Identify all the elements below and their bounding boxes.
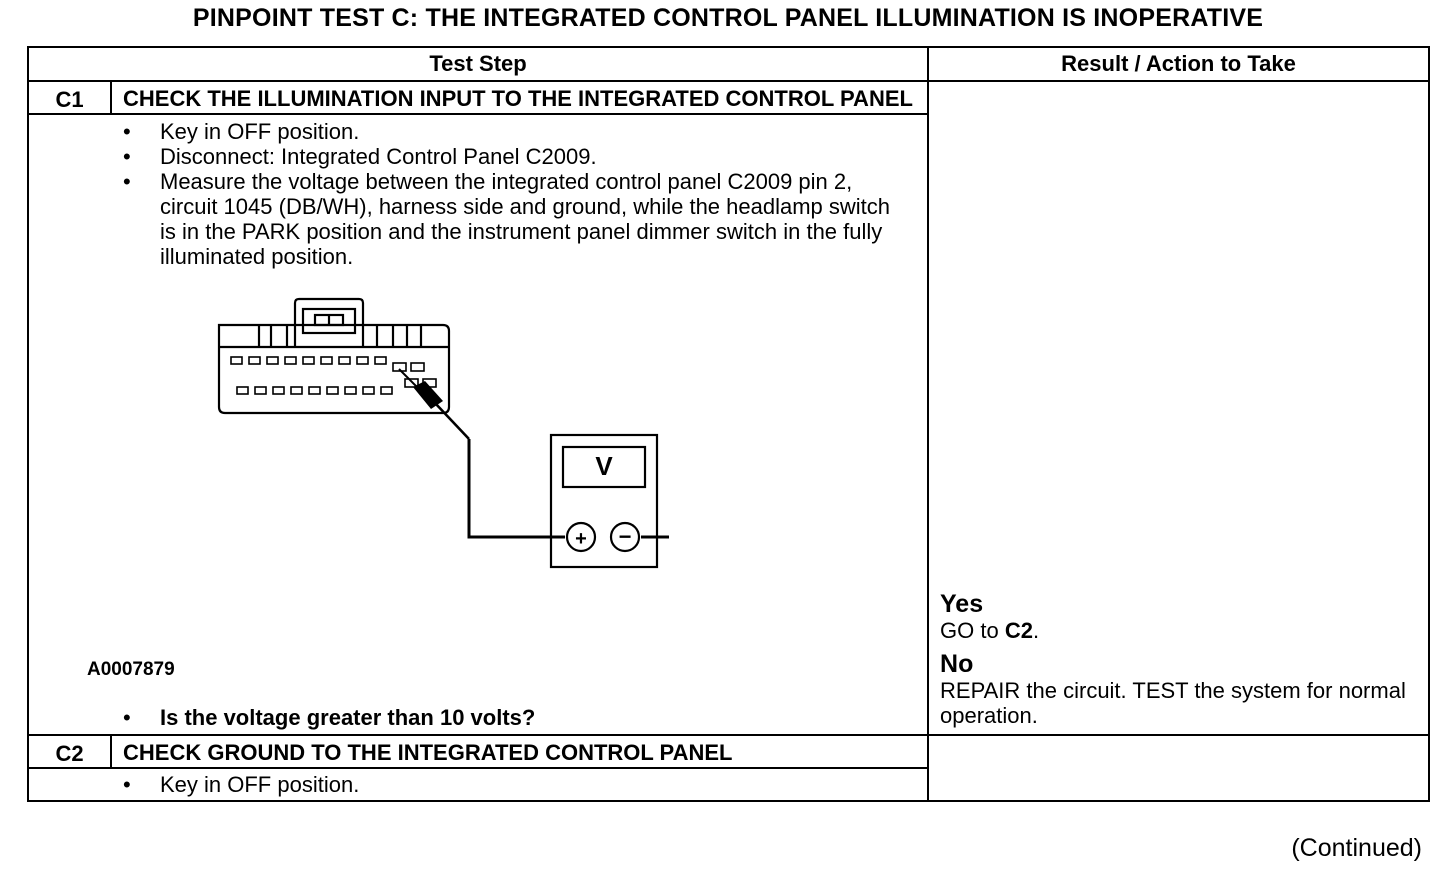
step-question: Is the voltage greater than 10 volts? bbox=[160, 705, 536, 730]
list-item: • Key in OFF position. bbox=[123, 119, 917, 144]
step-c1-bullet-list: • Key in OFF position. • Disconnect: Integ… bbox=[123, 119, 917, 269]
continued-note: (Continued) bbox=[1291, 834, 1422, 862]
list-item: • Disconnect: Integrated Control Panel C2… bbox=[123, 144, 917, 169]
step-c2-title-row: C2 CHECK GROUND TO THE INTEGRATED CONTRO… bbox=[27, 734, 1431, 802]
list-item: • Key in OFF position. bbox=[123, 772, 917, 797]
result-yes-prefix: GO to bbox=[940, 618, 1005, 643]
step-c1-question-list: • Is the voltage greater than 10 volts? bbox=[123, 705, 917, 730]
step-c2-body: • Key in OFF position. bbox=[26, 767, 930, 802]
step-c1-title-row: C1 CHECK THE ILLUMINATION INPUT TO THE I… bbox=[27, 80, 1431, 736]
pinpoint-test-table: Test Step Result / Action to Take C1 CHE… bbox=[26, 46, 1431, 802]
result-yes-label: Yes bbox=[940, 590, 984, 618]
page-title: PINPOINT TEST C: THE INTEGRATED CONTROL … bbox=[192, 4, 1264, 32]
step-c1-result-cell: Yes GO to C2. No REPAIR the circuit. TES… bbox=[927, 80, 1431, 736]
figure-id: A0007879 bbox=[87, 659, 175, 680]
step-c2-result-cell bbox=[927, 734, 1431, 802]
connector-latch bbox=[293, 297, 365, 347]
meter-plus-terminal: + bbox=[575, 528, 587, 550]
step-title-c2: CHECK GROUND TO THE INTEGRATED CONTROL P… bbox=[109, 734, 930, 769]
result-yes-suffix: . bbox=[1032, 618, 1040, 643]
bullet-text: Key in OFF position. bbox=[160, 772, 360, 797]
result-yes-target: C2 bbox=[1004, 618, 1033, 643]
result-no-label: No bbox=[940, 650, 974, 678]
meter-leads bbox=[467, 439, 669, 539]
step-id-c1: C1 bbox=[27, 80, 112, 115]
bullet-text: Disconnect: Integrated Control Panel C20… bbox=[160, 144, 597, 169]
connector-body bbox=[217, 323, 451, 415]
voltmeter-label: V bbox=[595, 451, 613, 481]
col-header-test-step: Test Step bbox=[26, 46, 930, 82]
list-item: • Is the voltage greater than 10 volts? bbox=[123, 705, 917, 730]
step-c1-body: • Key in OFF position. • Disconnect: Integ… bbox=[26, 113, 930, 736]
connector-cavities bbox=[230, 356, 437, 395]
step-title-c1: CHECK THE ILLUMINATION INPUT TO THE INTE… bbox=[109, 80, 930, 115]
meter-minus-terminal: − bbox=[619, 524, 632, 549]
bullet-icon: • bbox=[123, 119, 131, 144]
step-c1-body-row: • Key in OFF position. • Disconnect: Integ… bbox=[26, 113, 1429, 736]
step-c2-body-row: • Key in OFF position. bbox=[26, 767, 1429, 802]
bullet-icon: • bbox=[123, 705, 131, 730]
list-item: • Measure the voltage between the integra… bbox=[123, 169, 917, 269]
bullet-icon: • bbox=[123, 772, 131, 797]
result-yes-action: GO to C2. bbox=[940, 618, 1420, 643]
table-header-row: Test Step Result / Action to Take bbox=[26, 46, 1431, 82]
bullet-icon: • bbox=[123, 169, 131, 194]
connector-voltmeter-diagram: V + − bbox=[217, 297, 669, 569]
test-probe bbox=[398, 368, 470, 440]
voltmeter bbox=[549, 433, 659, 569]
col-header-result-action: Result / Action to Take bbox=[927, 46, 1431, 82]
step-c1-results: Yes GO to C2. No REPAIR the circuit. TES… bbox=[940, 590, 1420, 729]
bullet-text: Key in OFF position. bbox=[160, 119, 360, 144]
bullet-text: Measure the voltage between the integrat… bbox=[160, 169, 891, 269]
step-id-c2: C2 bbox=[27, 734, 112, 769]
result-no-action: REPAIR the circuit. TEST the system for … bbox=[940, 678, 1406, 728]
step-c2-bullet-list: • Key in OFF position. bbox=[123, 772, 917, 797]
bullet-icon: • bbox=[123, 144, 131, 169]
